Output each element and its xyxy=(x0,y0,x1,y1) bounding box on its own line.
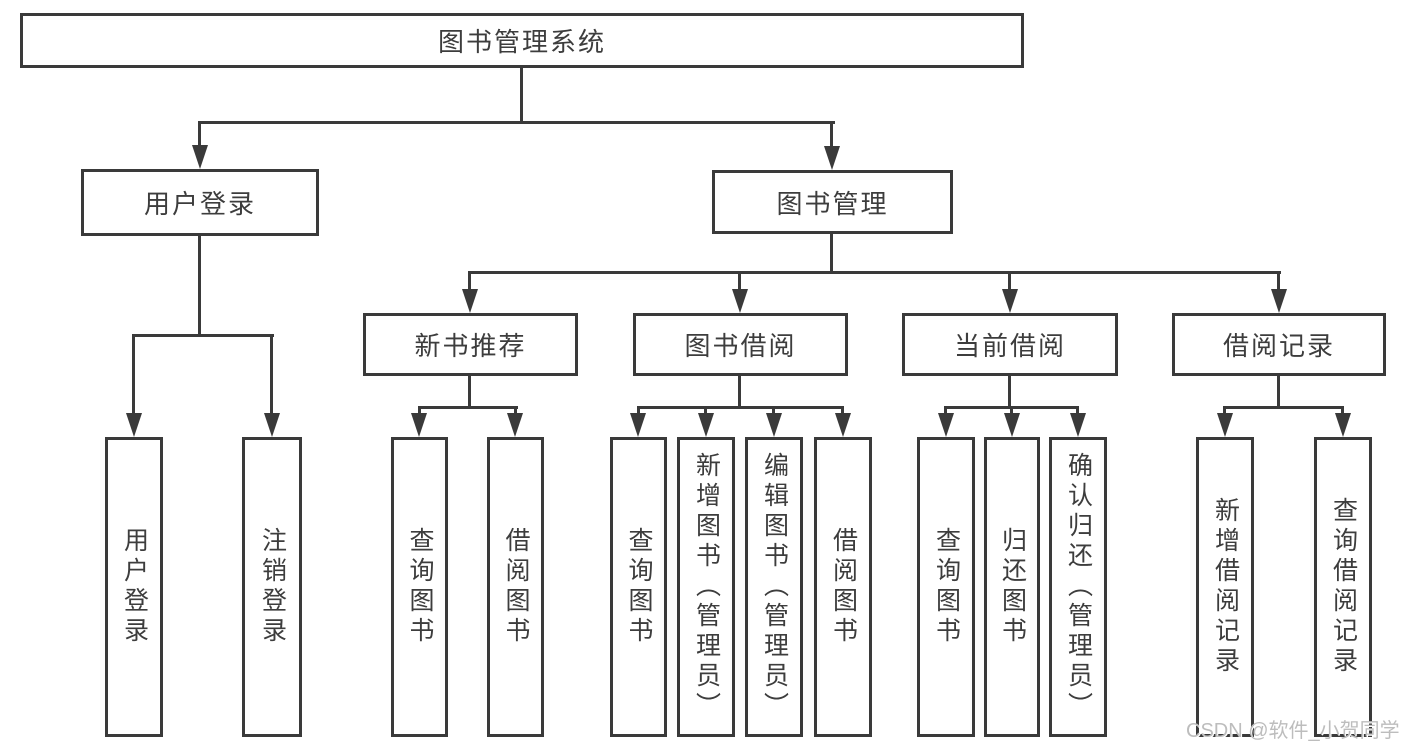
connector-drop xyxy=(1010,406,1013,416)
arrow-down-icon xyxy=(732,289,748,313)
connector-drop xyxy=(418,406,421,416)
connector-recommend-stem xyxy=(468,376,471,408)
connector-book-management-bar xyxy=(468,271,1281,274)
connector-drop-current-borrow xyxy=(1008,271,1011,291)
leaf-edit-books-admin-label: 编辑图书（管理员） xyxy=(760,452,789,722)
node-user-login: 用户登录 xyxy=(81,169,319,236)
leaf-user-login-label: 用户登录 xyxy=(120,527,149,647)
connector-drop xyxy=(1223,406,1226,416)
node-user-login-label: 用户登录 xyxy=(143,189,256,219)
node-current-borrow: 当前借阅 xyxy=(902,313,1118,376)
arrow-down-icon xyxy=(698,413,714,437)
leaf-query-borrow-record-label: 查询借阅记录 xyxy=(1329,497,1358,677)
node-current-borrow-label: 当前借阅 xyxy=(953,331,1066,361)
leaf-add-borrow-record: 新增借阅记录 xyxy=(1196,437,1254,737)
connector-drop-book-borrow xyxy=(738,271,741,291)
arrow-down-icon xyxy=(1271,289,1287,313)
arrow-down-icon xyxy=(938,413,954,437)
arrow-down-icon xyxy=(462,289,478,313)
leaf-borrow-books: 借阅图书 xyxy=(814,437,872,737)
connector-drop-leaf-login xyxy=(132,334,135,415)
connector-drop xyxy=(944,406,947,416)
node-root: 图书管理系统 xyxy=(20,13,1024,68)
connector-drop xyxy=(704,406,707,416)
arrow-down-icon xyxy=(766,413,782,437)
leaf-logout-label: 注销登录 xyxy=(258,527,287,647)
connector-current-borrow-stem xyxy=(1008,376,1011,408)
connector-drop xyxy=(1341,406,1344,416)
leaf-recommend-borrow-books: 借阅图书 xyxy=(487,437,544,737)
leaf-recommend-borrow-books-label: 借阅图书 xyxy=(502,527,530,647)
leaf-confirm-return-admin: 确认归还（管理员） xyxy=(1049,437,1107,737)
leaf-confirm-return-admin-label: 确认归还（管理员） xyxy=(1064,452,1093,722)
connector-book-management-stem xyxy=(830,234,833,274)
connector-drop-leaf-logout xyxy=(270,334,273,415)
connector-root-stem xyxy=(520,68,523,122)
leaf-add-books-admin-label: 新增图书（管理员） xyxy=(692,452,721,722)
arrow-down-icon xyxy=(411,413,427,437)
leaf-current-query-books: 查询图书 xyxy=(917,437,975,737)
connector-drop xyxy=(841,406,844,416)
leaf-borrow-query-books-label: 查询图书 xyxy=(625,527,653,647)
node-book-management-label: 图书管理 xyxy=(776,188,889,219)
node-book-borrow: 图书借阅 xyxy=(633,313,848,376)
leaf-borrow-query-books: 查询图书 xyxy=(610,437,667,737)
leaf-return-books: 归还图书 xyxy=(984,437,1040,737)
arrow-down-icon xyxy=(630,413,646,437)
connector-drop xyxy=(514,406,517,416)
connector-recommend-bar xyxy=(418,406,518,409)
leaf-borrow-books-label: 借阅图书 xyxy=(829,527,858,647)
leaf-return-books-label: 归还图书 xyxy=(998,527,1027,647)
connector-book-borrow-stem xyxy=(738,376,741,408)
arrow-down-icon xyxy=(507,413,523,437)
arrow-down-icon xyxy=(1335,413,1351,437)
arrow-down-icon xyxy=(192,145,208,169)
arrow-down-icon xyxy=(126,413,142,437)
leaf-query-borrow-record: 查询借阅记录 xyxy=(1314,437,1372,737)
node-book-management: 图书管理 xyxy=(712,170,953,234)
leaf-user-login: 用户登录 xyxy=(105,437,163,737)
leaf-add-borrow-record-label: 新增借阅记录 xyxy=(1211,497,1240,677)
arrow-down-icon xyxy=(1002,289,1018,313)
connector-borrow-records-bar xyxy=(1223,406,1344,409)
connector-root-bar xyxy=(198,121,835,124)
connector-user-login-stem xyxy=(198,236,201,336)
node-new-book-recommend-label: 新书推荐 xyxy=(414,331,527,361)
connector-drop xyxy=(637,406,640,416)
leaf-recommend-query-books: 查询图书 xyxy=(391,437,448,737)
leaf-logout: 注销登录 xyxy=(242,437,302,737)
leaf-current-query-books-label: 查询图书 xyxy=(932,527,961,647)
node-book-borrow-label: 图书借阅 xyxy=(684,331,797,361)
connector-book-borrow-bar xyxy=(637,406,844,409)
leaf-add-books-admin: 新增图书（管理员） xyxy=(677,437,735,737)
connector-drop-user-login xyxy=(198,121,201,147)
arrow-down-icon xyxy=(264,413,280,437)
connector-drop-new-book-recommend xyxy=(468,271,471,291)
csdn-watermark: CSDN @软件_小贺同学 xyxy=(1186,720,1400,742)
arrow-down-icon xyxy=(835,413,851,437)
connector-drop-book-management xyxy=(830,121,833,148)
arrow-down-icon xyxy=(1217,413,1233,437)
node-borrow-records-label: 借阅记录 xyxy=(1222,331,1335,361)
connector-drop-borrow-records xyxy=(1277,271,1280,291)
node-root-label: 图书管理系统 xyxy=(437,27,606,57)
connector-drop xyxy=(1076,406,1079,416)
arrow-down-icon xyxy=(1004,413,1020,437)
connector-drop xyxy=(772,406,775,416)
arrow-down-icon xyxy=(1070,413,1086,437)
leaf-recommend-query-books-label: 查询图书 xyxy=(406,527,434,647)
node-borrow-records: 借阅记录 xyxy=(1172,313,1386,376)
leaf-edit-books-admin: 编辑图书（管理员） xyxy=(745,437,803,737)
connector-borrow-records-stem xyxy=(1277,376,1280,408)
connector-user-login-bar xyxy=(132,334,274,337)
arrow-down-icon xyxy=(824,146,840,170)
node-new-book-recommend: 新书推荐 xyxy=(363,313,578,376)
